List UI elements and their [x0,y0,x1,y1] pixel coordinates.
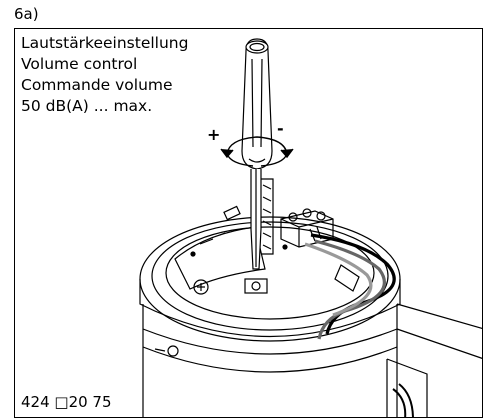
figure-label: 6a) [14,5,39,23]
caption-line-fr: Commande volume [21,76,173,94]
rotation-minus-label: - [277,119,284,138]
screwdriver-icon [241,38,274,270]
rotation-plus-label: + [207,125,221,144]
part-number: 424 □20 75 [21,393,115,411]
circuit-board [174,205,288,295]
caption-block: Lautstärkeeinstellung Volume control Com… [21,33,188,117]
side-screw [167,345,179,357]
diagram-frame: Lautstärkeeinstellung Volume control Com… [14,28,483,418]
device-drawing [139,38,482,417]
rotation-arrow-icon [220,136,294,167]
mounting-bracket [386,303,482,417]
caption-line-de: Lautstärkeeinstellung [21,34,189,52]
caption-line-range: 50 dB(A) ... max. [21,97,153,115]
housing-body [142,304,398,417]
device-ring [139,216,401,342]
potentiometer [244,278,268,294]
cables [304,233,396,340]
caption-line-en: Volume control [21,55,138,73]
